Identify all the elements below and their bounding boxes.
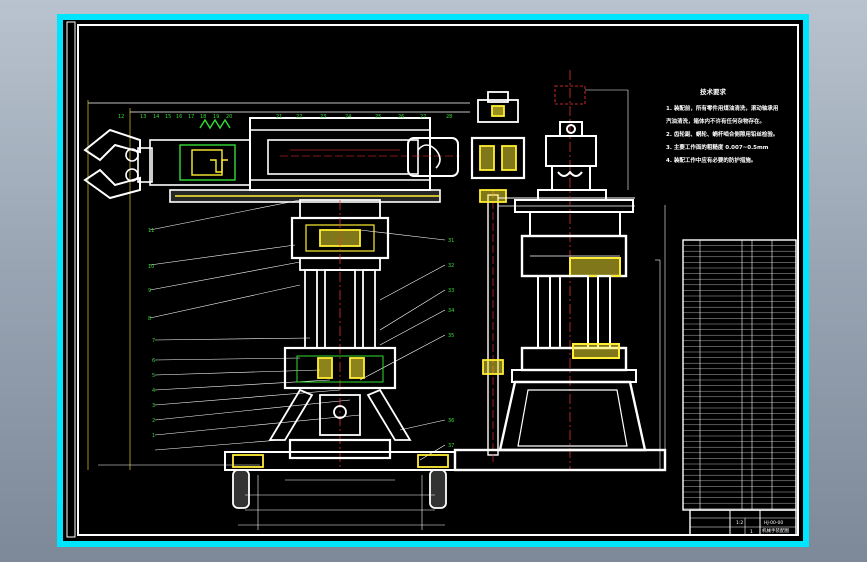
drawing-border-strip [66, 21, 76, 538]
note-line-1: 1. 装配前，所有零件用煤油清洗，滚动轴承用 [666, 104, 778, 112]
svg-text:25: 25 [375, 114, 381, 120]
drawing-paper [63, 20, 803, 541]
section-views-middle [470, 91, 635, 465]
svg-text:11: 11 [148, 228, 154, 234]
svg-text:6: 6 [152, 358, 155, 364]
title-block-sheet: 1 [750, 529, 753, 535]
side-view-assembly [453, 70, 667, 472]
svg-text:17: 17 [188, 114, 194, 120]
title-block-scale: 1:2 [736, 520, 743, 526]
note-line-5: 4. 装配工作中应有必要的防护措施。 [666, 156, 756, 164]
svg-text:9: 9 [148, 288, 151, 294]
note-line-3: 2. 齿轮副、蜗轮、蜗杆啮合侧隙用铅丝检验。 [666, 130, 778, 138]
svg-text:28: 28 [446, 114, 452, 120]
svg-text:31: 31 [448, 238, 454, 244]
svg-text:10: 10 [148, 264, 154, 270]
title-block-text: 1:2 1 HJ-00-00 机械手装配图 [736, 520, 789, 535]
svg-text:18: 18 [200, 114, 206, 120]
note-line-4: 3. 主要工作面的粗糙度 0.007~0.5mm [666, 143, 769, 151]
svg-text:19: 19 [213, 114, 219, 120]
svg-text:24: 24 [345, 114, 351, 120]
svg-text:12: 12 [118, 114, 124, 120]
svg-text:21: 21 [276, 114, 282, 120]
svg-text:23: 23 [320, 114, 326, 120]
parts-list-table [682, 239, 797, 511]
svg-text:20: 20 [226, 114, 232, 120]
svg-text:15: 15 [165, 114, 171, 120]
svg-text:14: 14 [153, 114, 159, 120]
svg-text:2: 2 [152, 418, 155, 424]
svg-text:22: 22 [296, 114, 302, 120]
svg-text:5: 5 [152, 373, 155, 379]
svg-text:8: 8 [148, 316, 151, 322]
svg-text:16: 16 [176, 114, 182, 120]
svg-text:3: 3 [152, 403, 155, 409]
svg-text:34: 34 [448, 308, 454, 314]
note-line-2: 汽油清洗，箱体内不许有任何杂物存在。 [666, 117, 765, 125]
svg-text:36: 36 [448, 418, 454, 424]
svg-text:7: 7 [152, 338, 155, 344]
technical-notes: 技术要求 1. 装配前，所有零件用煤油清洗，滚动轴承用 汽油清洗，箱体内不许有任… [666, 87, 778, 164]
notes-title: 技术要求 [700, 87, 727, 96]
svg-text:37: 37 [448, 443, 454, 449]
title-block-name: 机械手装配图 [762, 527, 789, 534]
svg-text:27: 27 [420, 114, 426, 120]
svg-text:4: 4 [152, 388, 155, 394]
base-dimensions [238, 475, 445, 530]
svg-text:13: 13 [140, 114, 146, 120]
drawing-border-inner [77, 24, 799, 536]
svg-text:35: 35 [448, 333, 454, 339]
svg-text:32: 32 [448, 263, 454, 269]
title-block [689, 509, 797, 536]
svg-text:26: 26 [398, 114, 404, 120]
leader-lines-left [149, 199, 446, 461]
title-block-drawing-no: HJ-00-00 [764, 520, 783, 526]
svg-text:33: 33 [448, 288, 454, 294]
svg-text:1: 1 [152, 433, 155, 439]
arm-assembly [83, 100, 470, 470]
